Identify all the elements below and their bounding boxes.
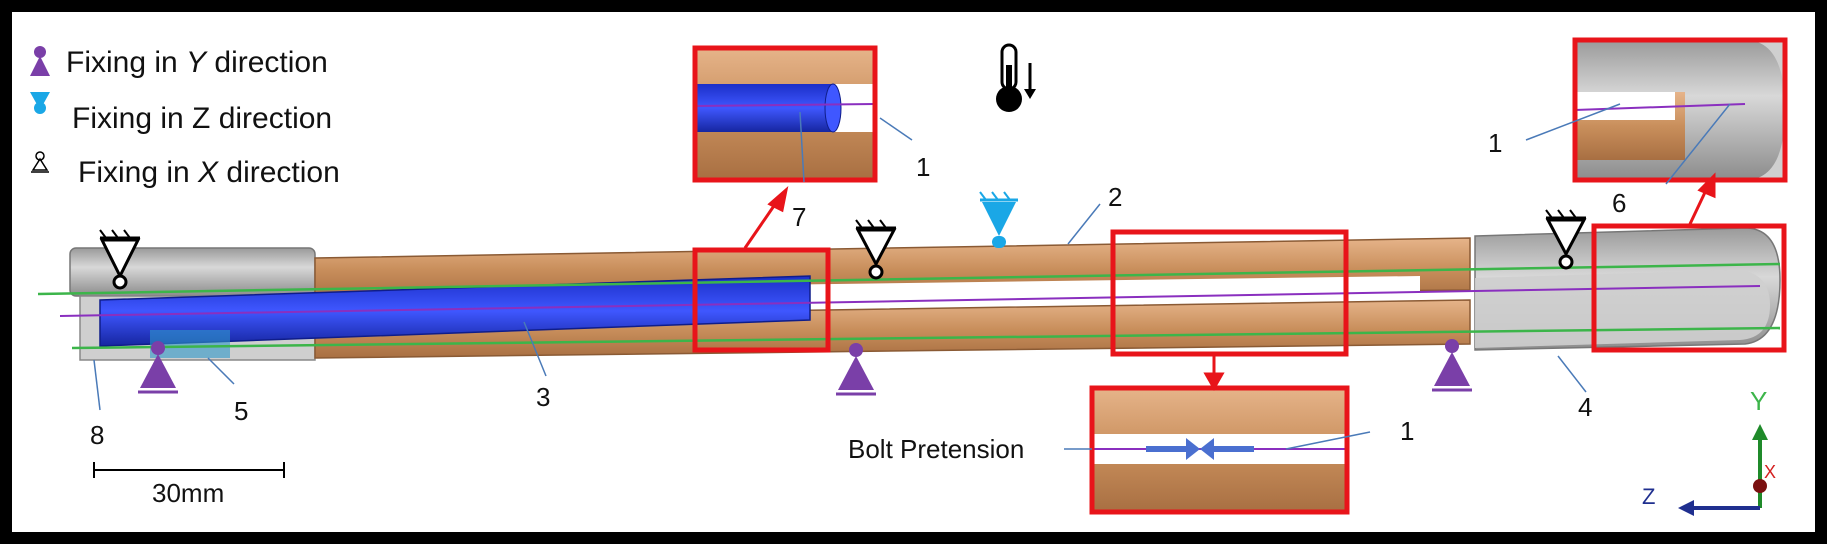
axis-triad: Y Z X	[1642, 386, 1776, 516]
callout-1b: 1	[1488, 128, 1502, 158]
fix-z-icon	[30, 92, 50, 114]
support-z-top	[979, 191, 1018, 248]
callout-3: 3	[536, 382, 550, 412]
callout-6: 6	[1612, 188, 1626, 218]
thermometer-down-icon	[996, 43, 1036, 112]
inset-cap-end	[1572, 37, 1788, 183]
support-y-mid	[836, 343, 876, 396]
support-y-left	[138, 341, 178, 394]
support-y-right	[1432, 339, 1472, 392]
legend-item-z: Fixing in Z direction	[72, 102, 332, 135]
highlight-box-right	[1591, 223, 1787, 353]
fix-y-icon	[30, 46, 50, 76]
support-x-left	[99, 229, 141, 290]
callout-4: 4	[1578, 392, 1592, 422]
fix-x-icon	[31, 151, 49, 173]
legend-item-x: Fixing in X direction	[78, 156, 340, 189]
legend-item-y: Fixing in Y direction	[66, 46, 328, 79]
callout-5: 5	[234, 396, 248, 426]
scale-label: 30mm	[152, 478, 224, 508]
pretension-arrows-icon	[1146, 438, 1254, 460]
connector-arrows	[743, 172, 1716, 392]
assembly	[37, 227, 1781, 361]
inset-bolt-pretension	[1089, 385, 1350, 515]
leader-lines	[93, 103, 1731, 450]
callout-7: 7	[792, 202, 806, 232]
callouts: 1 1 1 2 3 4 5 6 7 8	[90, 128, 1626, 450]
inset-bolt-end	[692, 45, 878, 183]
highlight-box-mid	[1110, 229, 1349, 357]
axis-label-x: X	[1764, 462, 1776, 482]
support-x-right	[1545, 209, 1587, 270]
highlight-box-left	[692, 247, 831, 353]
legend: Fixing in Y direction Fixing in Z direct…	[30, 46, 340, 189]
callout-8: 8	[90, 420, 104, 450]
callout-1a: 1	[916, 152, 930, 182]
callout-1c: 1	[1400, 416, 1414, 446]
callout-2: 2	[1108, 182, 1122, 212]
support-x-mid	[855, 219, 897, 280]
axis-label-z: Z	[1642, 484, 1655, 509]
bolt-pretension-label: Bolt Pretension	[848, 434, 1024, 464]
scale-bar: 30mm	[93, 462, 285, 508]
axis-label-y: Y	[1750, 386, 1767, 416]
